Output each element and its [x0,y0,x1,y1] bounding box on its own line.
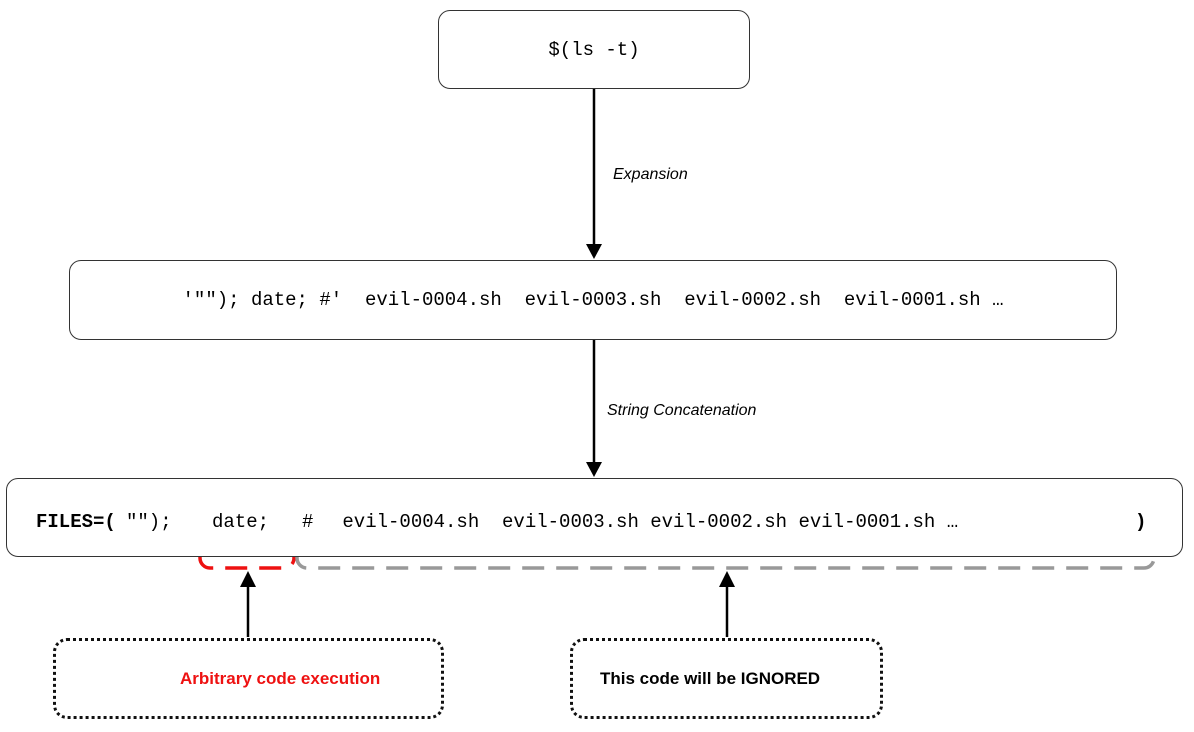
ignored-files: evil-0004.sh evil-0003.sh evil-0002.sh e… [331,511,959,533]
result-quotes: ""); [126,511,184,533]
command-box: $(ls -t) [438,10,750,89]
danger-callout-text: Arbitrary code execution [180,669,381,688]
ignored-callout-text: This code will be IGNORED [600,669,821,688]
expanded-box: '""); date; #' evil-0004.sh evil-0003.sh… [69,260,1117,340]
concatenation-label: String Concatenation [607,402,757,419]
command-text: $(ls -t) [548,38,640,61]
expansion-label: Expansion [613,166,688,183]
ignored-callout [570,638,883,719]
result-prefix: FILES=( [36,511,116,533]
expanded-text: '""); date; #' evil-0004.sh evil-0003.sh… [182,289,1004,311]
danger-callout [53,638,444,719]
closing-paren: ) [1135,511,1147,533]
comment-hash: # [302,511,337,533]
ignored-pointer-arrowhead [719,571,735,587]
concatenation-arrowhead [586,462,602,477]
danger-pointer-arrowhead [240,571,256,587]
injected-command: date; [212,511,270,533]
expansion-arrowhead [586,244,602,259]
result-box [6,478,1183,557]
